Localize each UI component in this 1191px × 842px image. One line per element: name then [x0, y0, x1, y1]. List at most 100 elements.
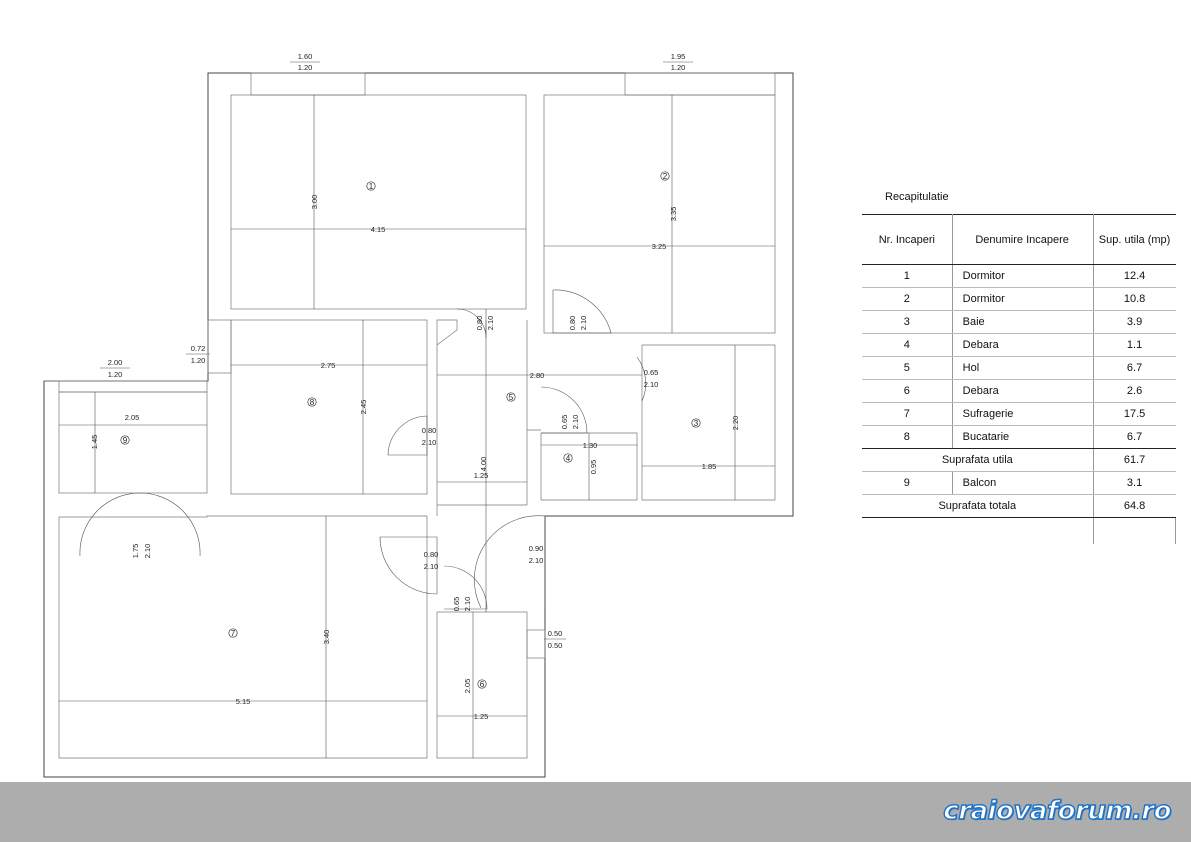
r1-height-label: 3.00	[310, 195, 319, 210]
row-nr: 2	[862, 287, 953, 311]
r8-height-label: 2.45	[359, 400, 368, 415]
total-area-value: 64.8	[1093, 494, 1176, 518]
room-number-5: 5	[506, 392, 516, 402]
row-area: 6.7	[1093, 425, 1176, 449]
row-area: 10.8	[1093, 287, 1176, 311]
useful-area-row: Suprafata utila 61.7	[862, 448, 1176, 472]
row-nr: 1	[862, 264, 953, 288]
row-nr: 6	[862, 379, 953, 403]
hall-outline	[436, 319, 458, 516]
r2-height-label: 3.35	[669, 207, 678, 222]
door8-width-label: 0.80	[422, 426, 437, 435]
tail-cell	[1093, 517, 1177, 544]
door-3-swing	[636, 356, 646, 402]
summary-title: Recapitulatie	[885, 191, 949, 203]
win9-height-label: 1.20	[108, 370, 123, 379]
room-number-7: 7	[228, 628, 238, 638]
balcony-door-swing	[79, 492, 201, 557]
r3-height-label: 2.20	[731, 416, 740, 431]
win2-height-label: 1.20	[671, 63, 686, 72]
svg-text:7: 7	[231, 629, 236, 638]
row-name: Baie	[952, 310, 1094, 334]
row-name: Hol	[952, 356, 1094, 380]
door1-height-label: 2.10	[486, 316, 495, 331]
entry-height-label: 2.10	[529, 556, 544, 565]
door2-height-label: 2.10	[579, 316, 588, 331]
summary-header-row: Nr. Incaperi Denumire Incapere Sup. util…	[862, 214, 1176, 265]
win8-width-label: 0.72	[191, 344, 206, 353]
room-7-outline	[58, 515, 428, 759]
door6-width-label: 0.65	[452, 597, 461, 612]
row-name: Sufragerie	[952, 402, 1094, 426]
table-row: 7 Sufragerie 17.5	[862, 402, 1176, 426]
room-1-outline	[230, 94, 527, 310]
row-name: Dormitor	[952, 287, 1094, 311]
row-nr: 7	[862, 402, 953, 426]
room-3-outline	[641, 344, 776, 501]
win8-height-label: 1.20	[191, 356, 206, 365]
room-2-outline	[543, 94, 776, 334]
door1-width-label: 0.80	[475, 316, 484, 331]
room-9-outline	[58, 391, 208, 494]
hall-width-label: 2.80	[530, 371, 545, 380]
balcony-door-height-label: 2.10	[143, 544, 152, 559]
svg-text:2: 2	[663, 172, 668, 181]
brand-logo-text[interactable]: craiovaforum.ro	[943, 795, 1173, 826]
col-name-header: Denumire Incapere	[952, 214, 1094, 265]
room-6-outline	[436, 611, 528, 759]
summary-table: Nr. Incaperi Denumire Incapere Sup. util…	[862, 214, 1177, 544]
door3-height-label: 2.10	[644, 380, 659, 389]
svg-text:8: 8	[310, 398, 315, 407]
door-4-swing	[540, 386, 588, 434]
table-row: 8 Bucatarie 6.7	[862, 425, 1176, 449]
row-nr: 3	[862, 310, 953, 334]
door8-height-label: 2.10	[422, 438, 437, 447]
door-2-swing	[552, 289, 612, 334]
window-1	[250, 72, 366, 96]
door-1-swing	[456, 308, 487, 339]
row-nr: 8	[862, 425, 953, 449]
table-row: 1 Dormitor 12.4	[862, 264, 1176, 288]
summary-table-panel: Recapitulatie Nr. Incaperi Denumire Inca…	[862, 186, 1177, 544]
balcony-row: 9 Balcon 3.1	[862, 471, 1176, 495]
door7-width-label: 0.80	[424, 550, 439, 559]
win6-height-label: 0.50	[548, 641, 563, 650]
r6-width-label: 1.25	[474, 712, 489, 721]
row-area: 1.1	[1093, 333, 1176, 357]
table-row: 4 Debara 1.1	[862, 333, 1176, 357]
win6-width-label: 0.50	[548, 629, 563, 638]
total-area-row: Suprafata totala 64.8	[862, 494, 1176, 518]
room-4-outline	[540, 432, 638, 501]
useful-area-label: Suprafata utila	[862, 448, 1094, 472]
r9-height-label: 1.45	[90, 435, 99, 450]
row-area: 12.4	[1093, 264, 1176, 288]
r6-height-label: 2.05	[463, 679, 472, 694]
entry-door-swing	[474, 515, 546, 609]
room-number-1: 1	[366, 181, 376, 191]
r2-width-label: 3.25	[652, 242, 667, 251]
hall-right-outline	[526, 320, 541, 505]
r9-width-label: 2.05	[125, 413, 140, 422]
svg-text:3: 3	[694, 419, 699, 428]
balcony-door-width-label: 1.75	[131, 544, 140, 559]
svg-text:6: 6	[480, 680, 485, 689]
door3-width-label: 0.65	[644, 368, 659, 377]
window-2	[624, 72, 776, 96]
balcony-area: 3.1	[1093, 471, 1176, 495]
row-name: Bucatarie	[952, 425, 1094, 449]
door4-height-label: 2.10	[571, 415, 580, 430]
entry-width-label: 0.90	[529, 544, 544, 553]
door-7-swing	[379, 536, 438, 595]
r1-width-label: 4.15	[371, 225, 386, 234]
r4-height-label: 0.95	[589, 460, 598, 475]
r7-height-label: 3.40	[322, 630, 331, 645]
table-row: 6 Debara 2.6	[862, 379, 1176, 403]
room-number-6: 6	[477, 679, 487, 689]
door-8-swing	[387, 415, 428, 456]
row-area: 17.5	[1093, 402, 1176, 426]
door6-height-label: 2.10	[463, 597, 472, 612]
row-name: Dormitor	[952, 264, 1094, 288]
total-area-label: Suprafata totala	[862, 494, 1094, 518]
table-row: 5 Hol 6.7	[862, 356, 1176, 380]
row-name: Debara	[952, 333, 1094, 357]
